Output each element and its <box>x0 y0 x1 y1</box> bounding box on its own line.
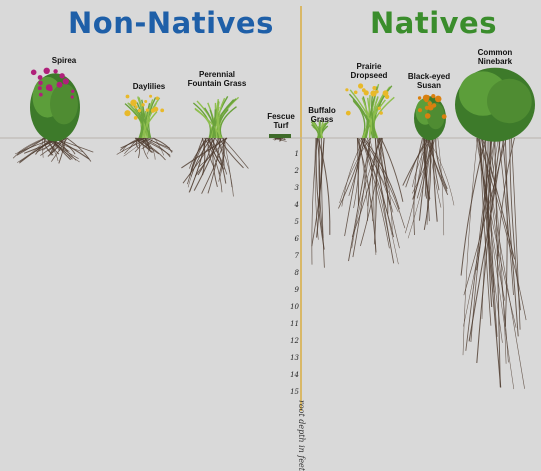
buffalo-grass-roots <box>311 137 331 268</box>
depth-tick: 10 <box>290 303 299 311</box>
black-eyed-susan-foliage <box>414 94 447 141</box>
label-fescue-turf: Fescue Turf <box>267 112 295 130</box>
depth-tick: 3 <box>294 184 299 192</box>
prairie-dropseed-roots <box>338 137 406 265</box>
spirea-roots <box>12 137 94 164</box>
depth-tick: 11 <box>290 320 299 328</box>
daylilies-foliage <box>124 94 165 139</box>
common-ninebark-roots <box>460 137 527 390</box>
non-natives-heading: Non-Natives <box>68 6 274 40</box>
roots-layer <box>12 137 527 390</box>
depth-tick: 8 <box>294 269 299 277</box>
fescue-turf-roots <box>272 137 287 142</box>
fescue-turf-foliage <box>269 134 291 138</box>
label-common-ninebark: Common Ninebark <box>477 48 513 66</box>
spirea-foliage <box>30 67 80 142</box>
perennial-fountain-grass-roots <box>181 137 249 197</box>
depth-tick: 1 <box>294 150 299 158</box>
depth-tick: 12 <box>290 337 299 345</box>
buffalo-grass-foliage <box>310 119 329 139</box>
label-spirea: Spirea <box>51 56 77 65</box>
common-ninebark-foliage <box>455 67 535 142</box>
black-eyed-susan-roots <box>402 137 455 239</box>
depth-tick: 5 <box>294 218 299 226</box>
depth-tick: 9 <box>294 286 299 294</box>
depth-tick: 15 <box>290 388 299 396</box>
daylilies-roots <box>116 137 174 161</box>
label-buffalo-grass: Buffalo Grass <box>308 106 336 124</box>
label-black-eyed-susan: Black-eyed Susan <box>407 72 451 90</box>
depth-tick: 7 <box>294 252 299 260</box>
depth-tick: 6 <box>294 235 299 243</box>
plants-layer <box>30 67 535 142</box>
natives-heading: Natives <box>370 6 497 40</box>
label-daylilies: Daylilies <box>132 82 166 91</box>
prairie-dropseed-foliage <box>345 83 395 139</box>
depth-tick: 4 <box>294 201 299 209</box>
plant-illustration <box>0 6 541 411</box>
depth-tick: 13 <box>290 354 299 362</box>
root-depth-diagram: Non-Natives Natives Spirea Daylilies Per… <box>0 6 541 471</box>
depth-tick: 14 <box>290 371 299 379</box>
depth-tick: 2 <box>294 167 299 175</box>
label-prairie-dropseed: Prairie Dropseed <box>350 62 388 80</box>
label-perennial-fountain-grass: Perennial Fountain Grass <box>187 70 247 88</box>
perennial-fountain-grass-foliage <box>192 96 240 139</box>
